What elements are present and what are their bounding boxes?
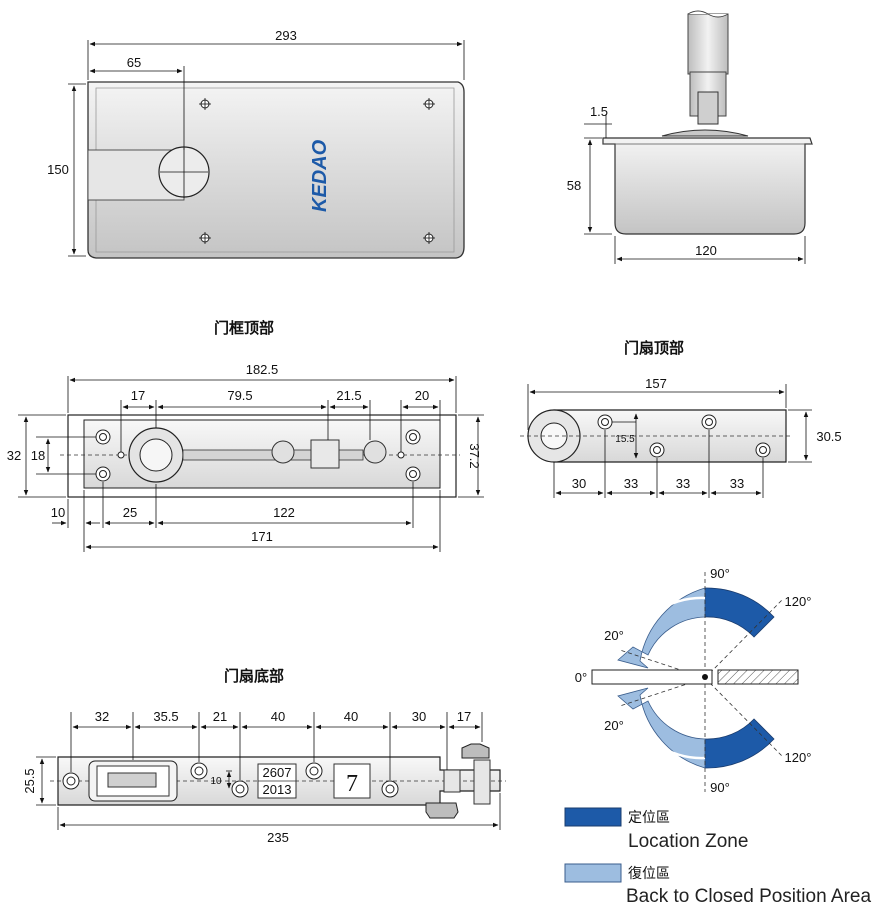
frame-top-title: 门框顶部: [214, 319, 274, 337]
angle-diagram: 90° 120° 20° 0° 20° 120° 90°: [575, 566, 812, 795]
legend-return-cn: 復位區: [628, 865, 670, 882]
legend: 定位區 Location Zone 復位區 Back to Closed Pos…: [564, 807, 871, 907]
angle-0: 0°: [575, 670, 587, 685]
mount-hole: [199, 98, 435, 244]
angle-120-top: 120°: [785, 594, 812, 609]
dim-18: 18: [31, 448, 45, 463]
dim-235: 235: [267, 830, 289, 845]
dim-150: 150: [47, 162, 69, 177]
dim-32b: 32: [95, 709, 109, 724]
dim-17: 17: [131, 388, 145, 403]
stamp-digit-7: 7: [346, 771, 358, 797]
dim-40a: 40: [271, 709, 285, 724]
frame-top-view: 门框顶部 182.5 17 79.5 21.5 20: [7, 319, 484, 552]
dim-25-5: 25.5: [22, 768, 37, 793]
dim-21: 21: [213, 709, 227, 724]
dim-122: 122: [273, 505, 295, 520]
dim-182-5: 182.5: [246, 362, 279, 377]
legend-location-cn: 定位區: [628, 810, 670, 826]
dim-20: 20: [415, 388, 429, 403]
dim-58: 58: [567, 178, 581, 193]
adjust-knob-bottom: [425, 802, 459, 819]
dim-30: 30: [572, 476, 586, 491]
dim-32: 32: [7, 448, 21, 463]
brand-logo: KEDAO: [309, 139, 331, 212]
leaf-bottom-title: 门扇底部: [224, 667, 284, 685]
angle-20-bottom: 20°: [604, 718, 624, 733]
stamp-2607: 2607: [263, 765, 292, 780]
top-plan-view: KEDAO 293 65 150: [47, 28, 465, 259]
dim-171: 171: [251, 529, 273, 544]
stamp-2013: 2013: [263, 782, 292, 797]
dim-10b: 10: [210, 776, 222, 787]
wall-hatch: [717, 669, 799, 685]
dim-35-5: 35.5: [153, 709, 178, 724]
legend-swatch-location: [564, 807, 622, 827]
dim-10: 10: [51, 505, 65, 520]
dim-33b: 33: [676, 476, 690, 491]
dim-79-5: 79.5: [227, 388, 252, 403]
dim-30b: 30: [412, 709, 426, 724]
dim-157: 157: [645, 376, 667, 391]
side-view: 1.5 58 120: [567, 10, 813, 264]
dim-30-5: 30.5: [816, 429, 841, 444]
leaf-top-title: 门扇顶部: [624, 339, 684, 357]
legend-swatch-return: [564, 863, 622, 883]
angle-20-top: 20°: [604, 628, 624, 643]
dim-37-2: 37.2: [467, 443, 482, 468]
leaf-top-view: 门扇顶部 157 30.5 15.5 30 33 33 33: [520, 339, 842, 498]
dim-40b: 40: [344, 709, 358, 724]
angle-90-bottom: 90°: [710, 780, 730, 795]
dim-1-5: 1.5: [590, 104, 608, 119]
legend-return-en: Back to Closed Position Area: [626, 886, 871, 907]
angle-90-top: 90°: [710, 566, 730, 581]
dim-17b: 17: [457, 709, 471, 724]
dim-15-5: 15.5: [615, 434, 635, 445]
adjust-knob-top: [461, 743, 490, 759]
dim-33a: 33: [624, 476, 638, 491]
legend-location-en: Location Zone: [628, 831, 748, 852]
dim-33c: 33: [730, 476, 744, 491]
dim-65: 65: [127, 55, 141, 70]
leaf-bottom-view: 门扇底部 2607 2013 7 32 35.5 21: [22, 667, 506, 845]
angle-120-bottom: 120°: [785, 750, 812, 765]
dim-293: 293: [275, 28, 297, 43]
dim-25: 25: [123, 505, 137, 520]
dim-21-5: 21.5: [336, 388, 361, 403]
dim-120: 120: [695, 243, 717, 258]
